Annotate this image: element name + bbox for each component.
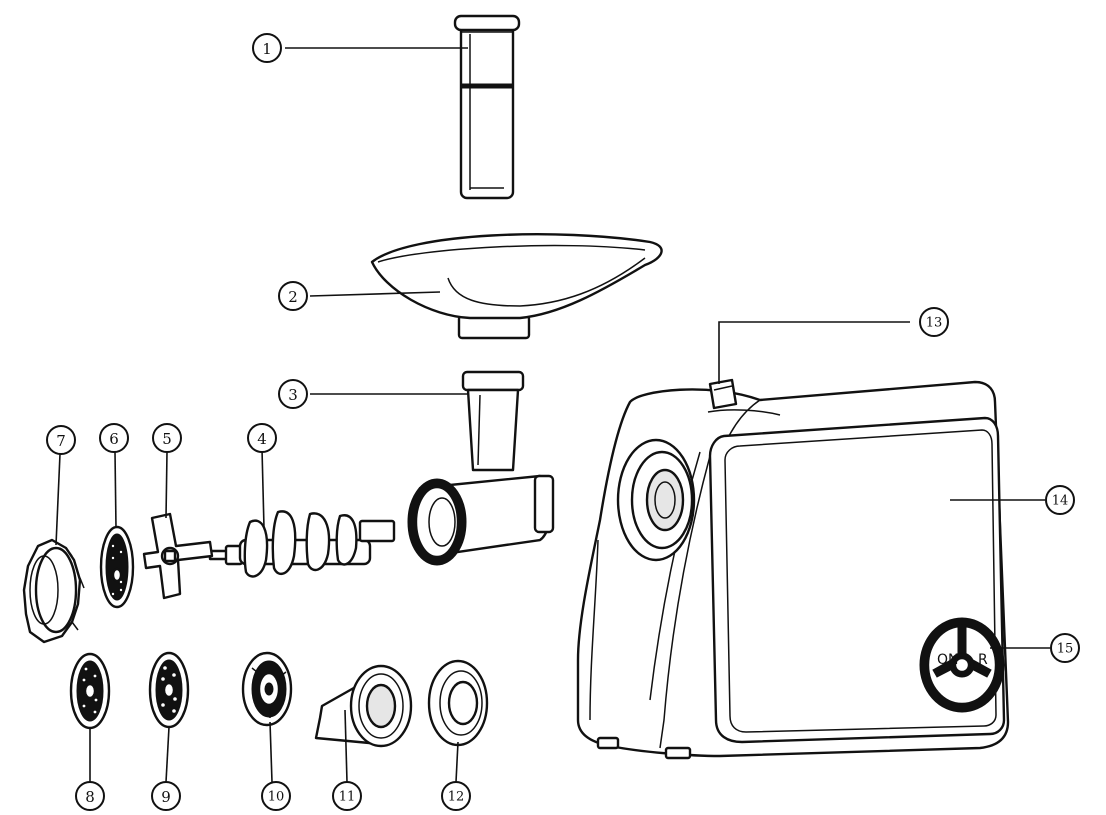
callout-12: 12: [441, 781, 471, 811]
plate-8-part: [69, 652, 111, 730]
callout-number: 2: [288, 288, 298, 306]
callout-circle: [151, 781, 181, 811]
sausage-cone-part: [314, 664, 413, 748]
callout-circle: [278, 281, 308, 311]
callout-circle: [99, 423, 129, 453]
callout-circle: [1045, 485, 1075, 515]
blade-part: [142, 512, 214, 600]
callout-circle: [1050, 633, 1080, 663]
switch-on-label: ON: [937, 652, 959, 668]
callout-number: 13: [926, 316, 943, 331]
callout-circle: [252, 33, 282, 63]
callout-circle: [261, 781, 291, 811]
locking-ring-part: [22, 538, 85, 644]
callout-number: 12: [448, 790, 465, 805]
callout-1: 1: [252, 33, 282, 63]
callout-circle: [247, 423, 277, 453]
callout-number: 11: [339, 790, 356, 805]
callout-circle: [441, 781, 471, 811]
head-tube-part: [407, 370, 555, 566]
callout-7: 7: [46, 425, 76, 455]
callout-6: 6: [99, 423, 129, 453]
callout-number: 5: [162, 430, 172, 448]
callout-13: 13: [919, 307, 949, 337]
callout-10: 10: [261, 781, 291, 811]
auger-part: [208, 510, 396, 578]
adapter-part: [241, 651, 293, 727]
callout-number: 9: [161, 788, 171, 806]
callout-5: 5: [152, 423, 182, 453]
ring-part: [427, 659, 489, 747]
callout-number: 8: [85, 788, 95, 806]
callout-circle: [75, 781, 105, 811]
callout-circle: [46, 425, 76, 455]
callout-number: 3: [288, 386, 298, 404]
callout-8: 8: [75, 781, 105, 811]
callout-15: 15: [1050, 633, 1080, 663]
callout-4: 4: [247, 423, 277, 453]
callout-number: 15: [1057, 642, 1074, 657]
control-switch-part: ON R: [919, 617, 1005, 713]
callout-14: 14: [1045, 485, 1075, 515]
callout-9: 9: [151, 781, 181, 811]
callout-2: 2: [278, 281, 308, 311]
tray-part: [370, 233, 663, 340]
callout-number: 1: [262, 40, 272, 58]
switch-r-label: R: [978, 652, 988, 668]
callout-number: 10: [268, 790, 285, 805]
pusher-part: [453, 14, 521, 200]
callout-3: 3: [278, 379, 308, 409]
callout-circle: [278, 379, 308, 409]
lock-button-part: [708, 378, 738, 410]
callout-circle: [332, 781, 362, 811]
callout-11: 11: [332, 781, 362, 811]
callout-circle: [152, 423, 182, 453]
callout-number: 14: [1052, 494, 1069, 509]
leader-lines: [55, 47, 1050, 783]
callout-circle: [919, 307, 949, 337]
plate-9-part: [148, 651, 190, 729]
callout-number: 4: [257, 430, 267, 448]
fine-plate-part: [99, 525, 135, 609]
callout-number: 7: [56, 432, 66, 450]
callout-number: 6: [109, 430, 119, 448]
